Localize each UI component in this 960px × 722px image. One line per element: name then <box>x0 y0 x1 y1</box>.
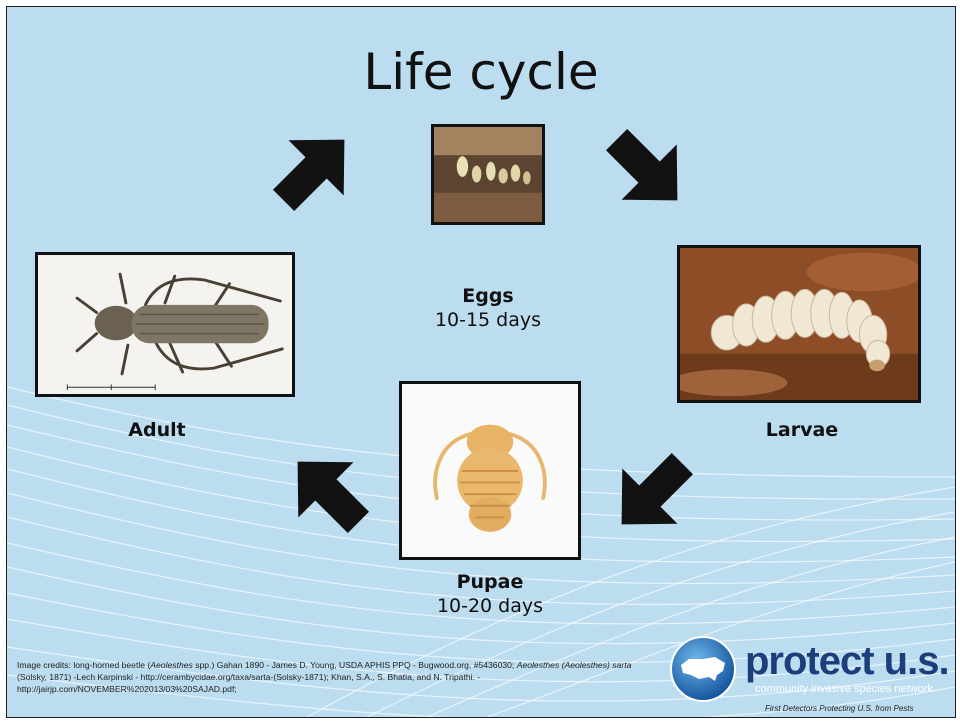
credits-part3: (Solsky, 1871) -Lech Karpinski - http://… <box>17 672 480 694</box>
image-credits: Image credits: long-horned beetle (Aeole… <box>17 659 652 695</box>
larvae-label: Larvae <box>747 419 857 441</box>
pupae-label: Pupae 10-20 days <box>420 571 560 617</box>
slide-title: Life cycle <box>7 43 955 101</box>
eggs-label: Eggs 10-15 days <box>418 285 558 331</box>
credits-genus1: Aeolesthes <box>150 660 193 670</box>
protect-us-logo: protect u.s. community invasive species … <box>667 631 952 713</box>
logo-subtitle: community invasive species network <box>755 683 933 695</box>
stage-name-larvae: Larvae <box>747 419 857 441</box>
larvae-photo <box>677 245 921 403</box>
stage-name-adult: Adult <box>107 419 207 441</box>
credits-part2: spp.) Gahan 1890 - James D. Young, USDA … <box>193 660 517 670</box>
credits-part1: Image credits: long-horned beetle ( <box>17 660 150 670</box>
slide: Life cycle <box>6 6 956 718</box>
adult-label: Adult <box>107 419 207 441</box>
eggs-photo <box>431 124 545 225</box>
pupae-photo <box>399 381 581 560</box>
globe-us-map-icon <box>669 635 737 703</box>
stage-duration-pupae: 10-20 days <box>420 595 560 617</box>
stage-duration-eggs: 10-15 days <box>418 309 558 331</box>
stage-name-pupae: Pupae <box>420 571 560 593</box>
logo-wordmark: protect u.s. <box>745 639 949 684</box>
credits-genus2: Aeolesthes (Aeolesthes) sarta <box>517 660 632 670</box>
stage-name-eggs: Eggs <box>418 285 558 307</box>
adult-photo <box>35 252 295 397</box>
logo-tagline: First Detectors Protecting U.S. from Pes… <box>765 704 913 713</box>
